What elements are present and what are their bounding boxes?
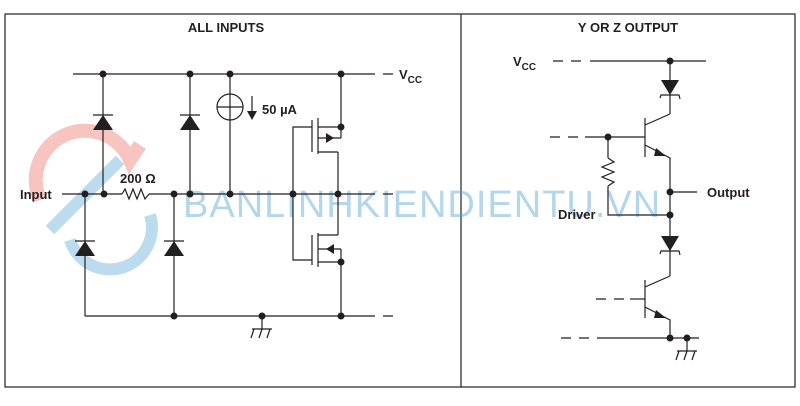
diode-clamp-gnd-1	[75, 241, 95, 256]
diagram-frame	[4, 13, 796, 388]
watermark-logo	[28, 123, 158, 276]
junction-dots	[81, 70, 345, 320]
current-arrow-icon	[247, 111, 257, 120]
diode-clamp-gnd-2	[164, 241, 184, 256]
driver-resistor	[600, 157, 616, 187]
diode-lower	[661, 236, 679, 251]
output-circuit: VCC Output Driver	[513, 54, 750, 361]
input-label: Input	[20, 187, 52, 202]
diode-clamp-vcc-2	[180, 115, 200, 130]
diode-upper	[661, 80, 679, 95]
left-panel-title: ALL INPUTS	[188, 20, 265, 35]
resistor-label: 200 Ω	[120, 171, 156, 186]
ground-icon	[250, 316, 272, 339]
current-source-label: 50 µA	[262, 102, 298, 117]
resistor-200-ohm	[121, 187, 150, 201]
input-circuit: VCC Input 200 Ω 50 µA	[20, 67, 422, 339]
vcc-label-right: VCC	[513, 54, 536, 73]
vcc-label-left: VCC	[399, 67, 422, 86]
right-panel-title: Y OR Z OUTPUT	[578, 20, 678, 35]
watermark-text: BANLINHKIENDIENTU.VN	[183, 184, 661, 226]
junction-dots	[604, 57, 691, 342]
diode-clamp-vcc-1	[93, 115, 113, 130]
output-label: Output	[707, 185, 750, 200]
driver-label: Driver	[558, 207, 596, 222]
